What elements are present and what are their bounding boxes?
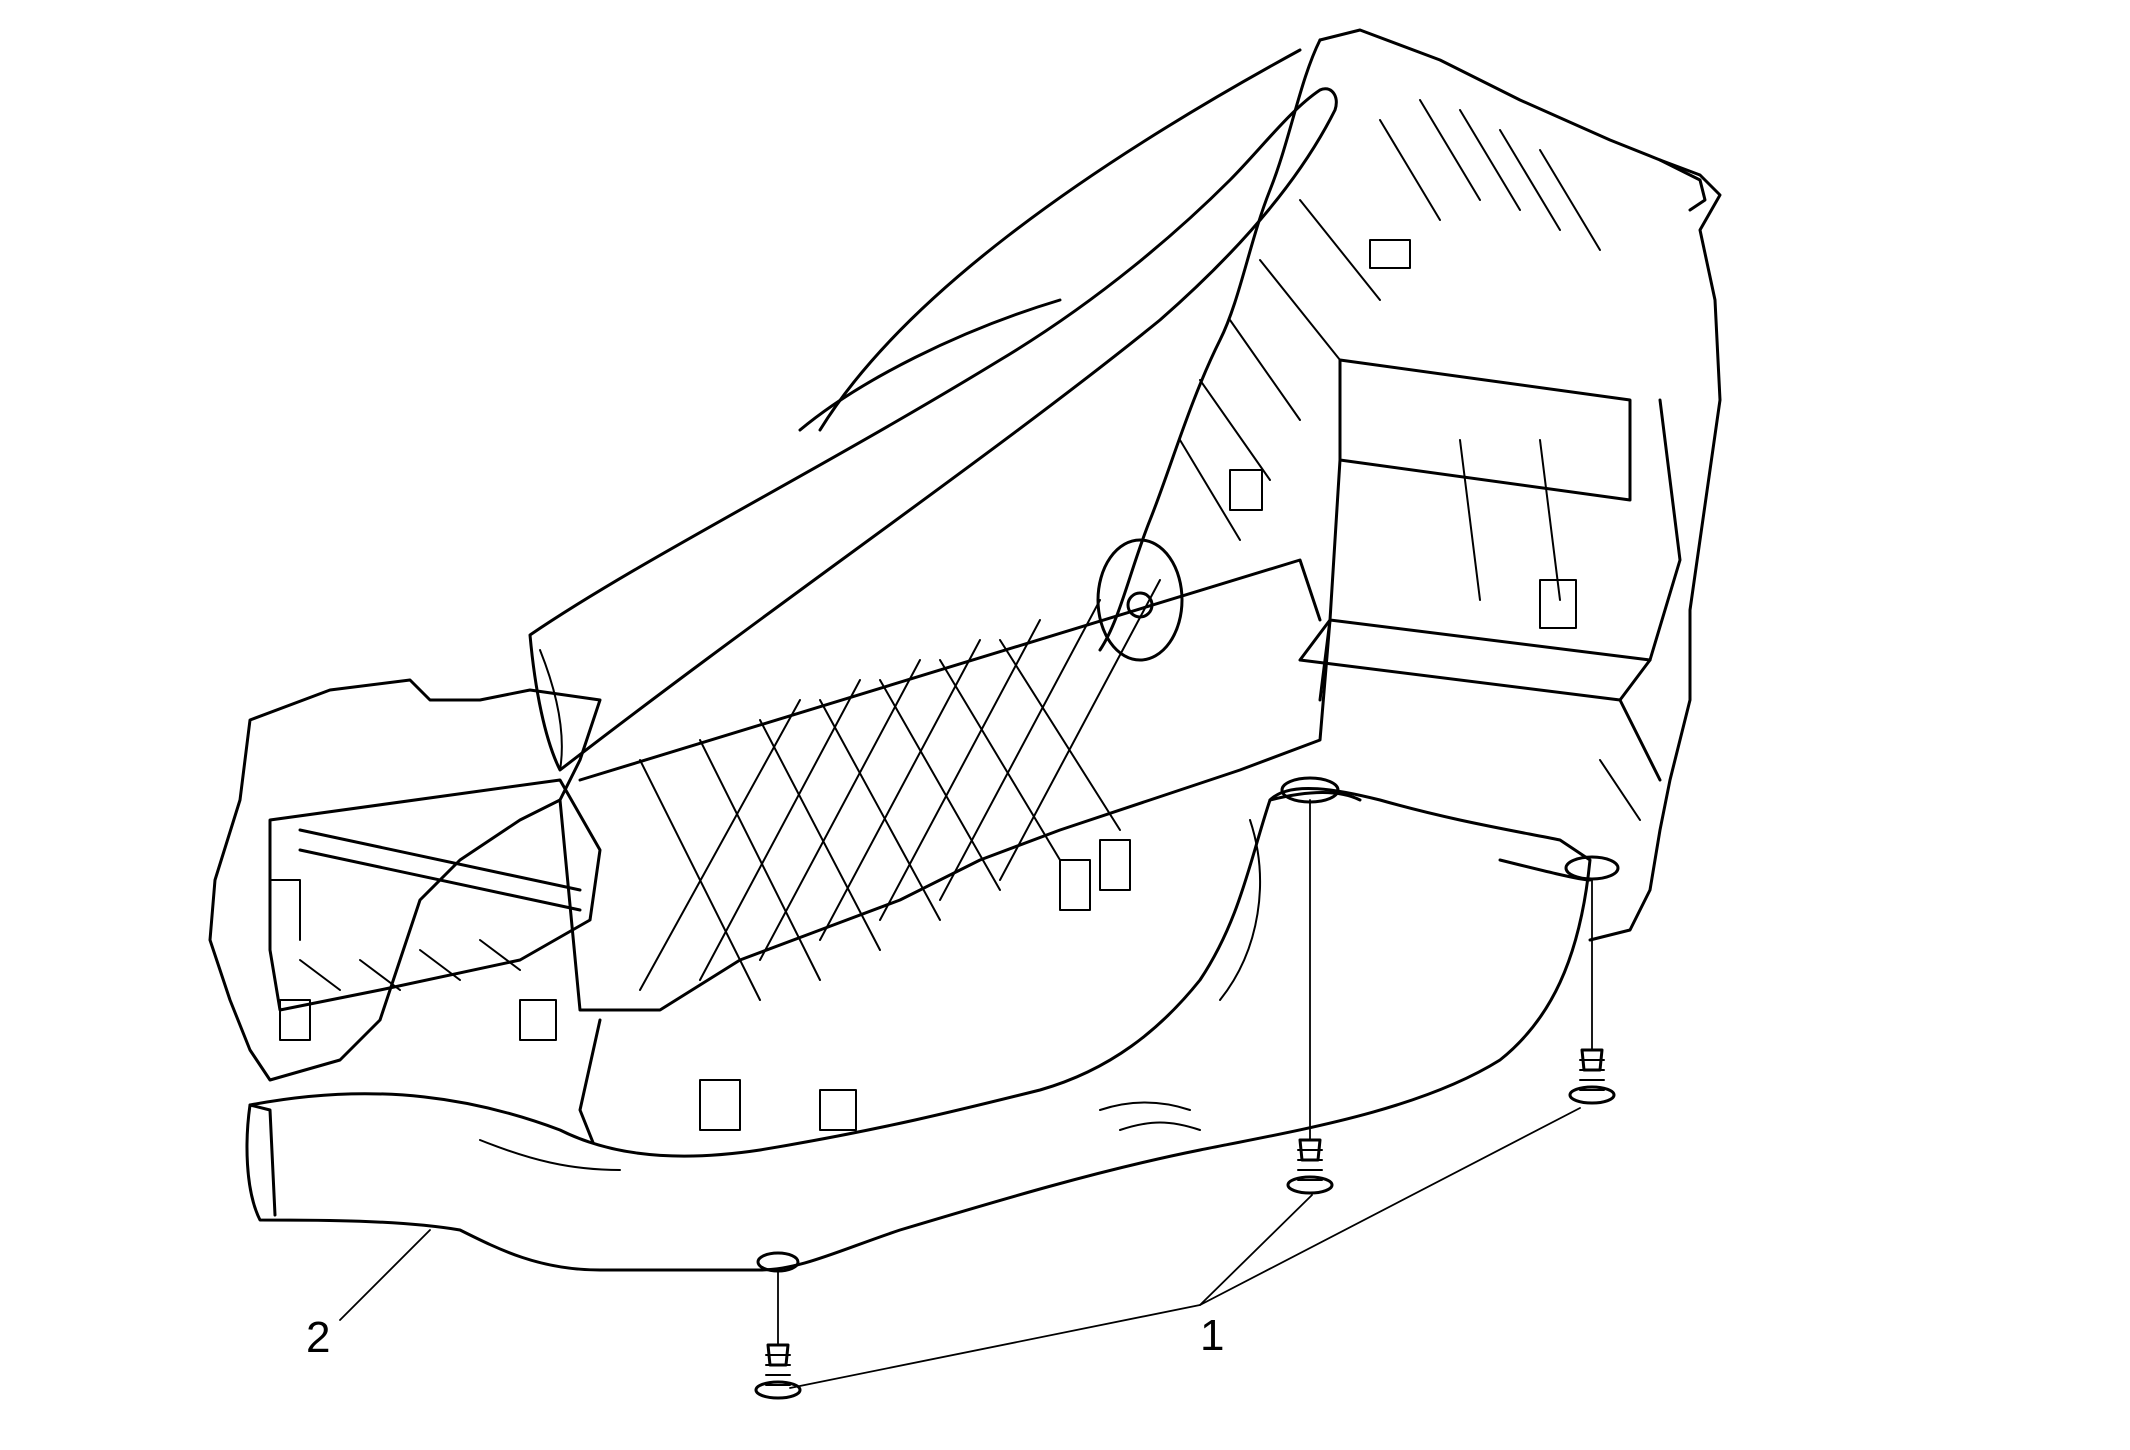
console-lid <box>528 48 1338 772</box>
push-pin-fastener-2 <box>1568 879 1616 1105</box>
callout-2-leader <box>339 1229 431 1321</box>
push-pin-fastener-1 <box>1286 799 1334 1195</box>
callout-1-leaders <box>789 1107 1581 1389</box>
push-pin-fastener-3 <box>754 1269 802 1400</box>
callout-label-2: 2 <box>306 1313 330 1362</box>
console-housing <box>208 28 1722 1162</box>
callout-label-1: 1 <box>1200 1311 1224 1360</box>
lower-trim-cover <box>245 776 1620 1273</box>
